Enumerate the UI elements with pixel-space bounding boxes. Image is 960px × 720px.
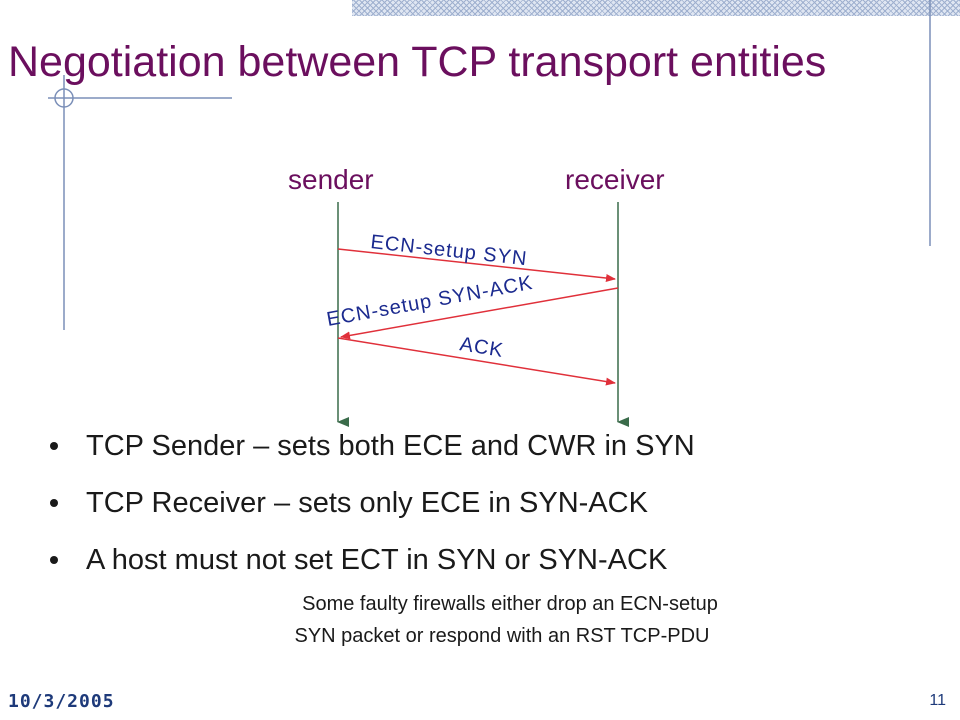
bullet-item: TCP Receiver – sets only ECE in SYN-ACK — [48, 487, 695, 544]
bullet-text: TCP Sender – sets both ECE and CWR in SY… — [86, 430, 695, 462]
bullet-dot-icon — [50, 442, 58, 450]
sender-label: sender — [288, 164, 374, 195]
footer-date: 10/3/2005 — [8, 691, 115, 712]
message-arrow-syn-ack — [340, 287, 619, 340]
bullet-text: A host must not set ECT in SYN or SYN-AC… — [86, 544, 668, 576]
note-line-2: SYN packet or respond with an RST TCP-PD… — [294, 625, 710, 647]
message-label-syn: ECN-setup SYN — [369, 231, 528, 270]
slide-title: Negotiation between TCP transport entiti… — [8, 38, 827, 86]
bullet-dot-icon — [50, 499, 58, 507]
message-label-ack: ACK — [458, 333, 505, 362]
bullet-dot-icon — [50, 556, 58, 564]
bullet-item: TCP Sender – sets both ECE and CWR in SY… — [48, 430, 695, 487]
decor-circle — [54, 88, 74, 108]
message-label-syn-ack: ECN-setup SYN-ACK — [325, 272, 535, 331]
hatched-header-band — [352, 0, 960, 16]
bullet-item: A host must not set ECT in SYN or SYN-AC… — [48, 544, 695, 601]
bullet-list: TCP Sender – sets both ECE and CWR in SY… — [48, 430, 695, 601]
message-arrow-ack — [337, 337, 616, 386]
page-number: 11 — [929, 692, 946, 709]
receiver-label: receiver — [565, 164, 665, 195]
bullet-text: TCP Receiver – sets only ECE in SYN-ACK — [86, 487, 648, 519]
note-line-1: Some faulty firewalls either drop an ECN… — [302, 593, 718, 615]
message-arrow-syn — [337, 248, 616, 283]
